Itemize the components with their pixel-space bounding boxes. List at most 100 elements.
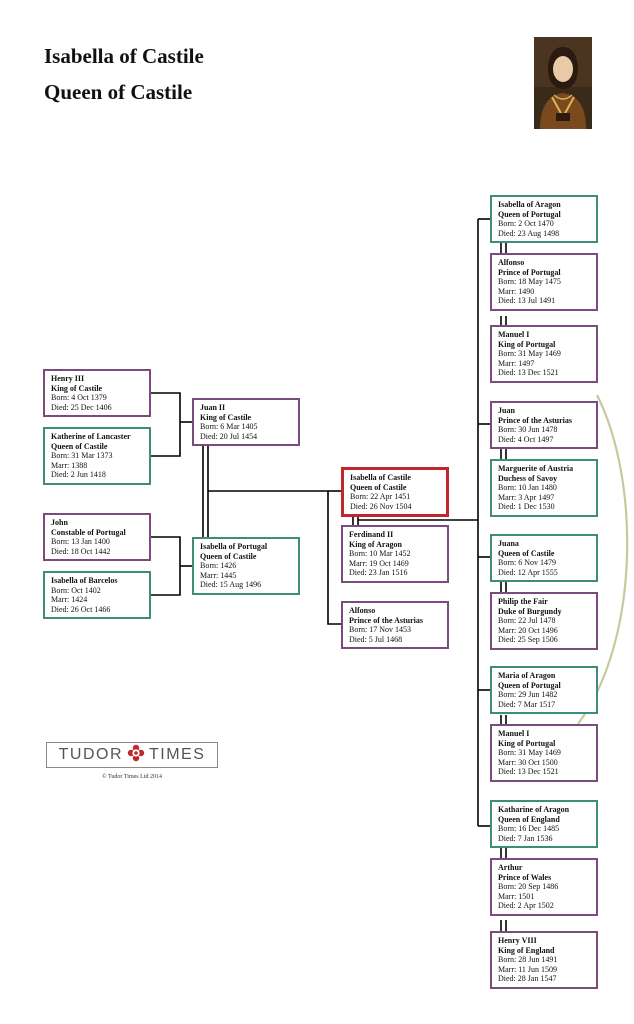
person-name: John bbox=[51, 518, 68, 527]
person-born: Born: 1426 bbox=[200, 561, 237, 571]
person-box-katharine-aragon[interactable]: Katharine of Aragon Queen of England Bor… bbox=[490, 800, 598, 848]
person-marr: Marr: 19 Oct 1469 bbox=[349, 558, 409, 568]
person-title: Queen of Portugal bbox=[498, 680, 561, 690]
person-name: Juan bbox=[498, 406, 515, 415]
person-box-juan-asturias[interactable]: Juan Prince of the Asturias Born: 30 Jun… bbox=[490, 401, 598, 449]
person-title: Prince of the Asturias bbox=[498, 415, 572, 425]
person-title: King of Castile bbox=[200, 412, 252, 422]
person-title: King of Castile bbox=[51, 383, 103, 393]
person-box-henry8[interactable]: Henry VIII King of England Born: 28 Jun … bbox=[490, 931, 598, 989]
person-marr: Marr: 1388 bbox=[51, 460, 88, 470]
person-box-juan2[interactable]: Juan II King of Castile Born: 6 Mar 1405… bbox=[192, 398, 300, 446]
person-title: King of Portugal bbox=[498, 339, 556, 349]
person-born: Born: 31 Mar 1373 bbox=[51, 451, 113, 461]
tudor-times-logo[interactable]: TUDOR TIMES bbox=[46, 742, 218, 768]
person-died: Died: 23 Aug 1498 bbox=[498, 228, 560, 238]
person-box-alfonso-portugal[interactable]: Alfonso Prince of Portugal Born: 18 May … bbox=[490, 253, 598, 311]
person-box-ferdinand2[interactable]: Ferdinand II King of Aragon Born: 10 Mar… bbox=[341, 525, 449, 583]
person-died: Died: 2 Apr 1502 bbox=[498, 901, 554, 911]
person-name: Katharine of Aragon bbox=[498, 805, 570, 814]
person-born: Born: 16 Dec 1485 bbox=[498, 824, 560, 834]
person-box-katherine-lancaster[interactable]: Katherine of Lancaster Queen of Castile … bbox=[43, 427, 151, 485]
person-name: Maria of Aragon bbox=[498, 671, 556, 680]
person-died: Died: 15 Aug 1496 bbox=[200, 580, 262, 590]
person-name: Alfonso bbox=[498, 258, 525, 267]
person-died: Died: 26 Oct 1466 bbox=[51, 604, 111, 614]
person-title: Constable of Portugal bbox=[51, 527, 126, 537]
person-name: Manuel I bbox=[498, 330, 530, 339]
person-born: Born: 22 Jul 1478 bbox=[498, 616, 556, 626]
person-name: Juan II bbox=[200, 403, 226, 412]
person-name: Philip the Fair bbox=[498, 597, 548, 606]
person-name: Isabella of Portugal bbox=[200, 542, 268, 551]
person-name: Henry III bbox=[51, 374, 85, 383]
person-name: Alfonso bbox=[349, 606, 376, 615]
person-marr: Marr: 1501 bbox=[498, 891, 535, 901]
logo-text-right: TIMES bbox=[149, 746, 206, 763]
person-title: Prince of the Asturias bbox=[349, 615, 423, 625]
person-died: Died: 28 Jan 1547 bbox=[498, 974, 557, 984]
person-name: Isabella of Aragon bbox=[498, 200, 561, 209]
person-born: Born: 10 Jan 1480 bbox=[498, 483, 557, 493]
person-name: Ferdinand II bbox=[349, 530, 394, 539]
person-died: Died: 25 Dec 1406 bbox=[51, 402, 112, 412]
person-box-isabella-barcelos[interactable]: Isabella of Barcelos Born: Oct 1402 Marr… bbox=[43, 571, 151, 619]
person-title: Queen of Castile bbox=[350, 482, 407, 492]
page-title: Isabella of Castile bbox=[44, 44, 204, 68]
person-box-isabella-portugal[interactable]: Isabella of Portugal Queen of Castile Bo… bbox=[192, 537, 300, 595]
person-name: Manuel I bbox=[498, 729, 530, 738]
person-born: Born: Oct 1402 bbox=[51, 585, 101, 595]
person-box-manuel1-first[interactable]: Manuel I King of Portugal Born: 31 May 1… bbox=[490, 325, 598, 383]
person-marr: Marr: 1497 bbox=[498, 358, 535, 368]
person-name: Marguerite of Austria bbox=[498, 464, 574, 473]
person-died: Died: 5 Jul 1468 bbox=[349, 634, 403, 644]
person-title: Queen of Castile bbox=[200, 551, 257, 561]
person-marr: Marr: 20 Oct 1496 bbox=[498, 625, 558, 635]
person-name: Isabella of Castile bbox=[350, 473, 411, 482]
person-box-alfonso-asturias[interactable]: Alfonso Prince of the Asturias Born: 17 … bbox=[341, 601, 449, 649]
person-box-maria[interactable]: Maria of Aragon Queen of Portugal Born: … bbox=[490, 666, 598, 714]
person-died: Died: 7 Mar 1517 bbox=[498, 699, 556, 709]
person-box-isabella-aragon[interactable]: Isabella of Aragon Queen of Portugal Bor… bbox=[490, 195, 598, 243]
page-subtitle: Queen of Castile bbox=[44, 80, 193, 104]
person-name: Isabella of Barcelos bbox=[51, 576, 118, 585]
person-born: Born: 31 May 1469 bbox=[498, 748, 561, 758]
person-marr: Marr: 1445 bbox=[200, 570, 237, 580]
person-died: Died: 1 Dec 1530 bbox=[498, 502, 555, 512]
person-marr: Marr: 1490 bbox=[498, 286, 535, 296]
person-died: Died: 13 Jul 1491 bbox=[498, 296, 556, 306]
person-born: Born: 6 Nov 1479 bbox=[498, 558, 556, 568]
person-box-arthur[interactable]: Arthur Prince of Wales Born: 20 Sep 1486… bbox=[490, 858, 598, 916]
person-died: Died: 26 Nov 1504 bbox=[350, 501, 412, 511]
person-name: Arthur bbox=[498, 863, 523, 872]
person-born: Born: 4 Oct 1379 bbox=[51, 393, 107, 403]
portrait-painting-icon bbox=[534, 37, 592, 129]
person-born: Born: 2 Oct 1470 bbox=[498, 219, 554, 229]
person-died: Died: 25 Sep 1506 bbox=[498, 635, 558, 645]
person-born: Born: 28 Jun 1491 bbox=[498, 955, 558, 965]
person-title: Queen of Portugal bbox=[498, 209, 561, 219]
person-title: Duke of Burgundy bbox=[498, 606, 562, 616]
person-born: Born: 10 Mar 1452 bbox=[349, 549, 411, 559]
person-marr: Marr: 11 Jun 1509 bbox=[498, 964, 558, 974]
person-marr: Marr: 1424 bbox=[51, 595, 88, 605]
logo-text-left: TUDOR bbox=[58, 746, 123, 763]
person-title: King of England bbox=[498, 945, 555, 955]
person-box-juana[interactable]: Juana Queen of Castile Born: 6 Nov 1479 … bbox=[490, 534, 598, 582]
person-box-manuel1-second[interactable]: Manuel I King of Portugal Born: 31 May 1… bbox=[490, 724, 598, 782]
copyright-notice: © Tudor Times Ltd 2014 bbox=[102, 774, 162, 780]
person-died: Died: 13 Dec 1521 bbox=[498, 767, 559, 777]
person-died: Died: 2 Jun 1418 bbox=[51, 470, 106, 480]
person-born: Born: 31 May 1469 bbox=[498, 349, 561, 359]
person-box-john-constable[interactable]: John Constable of Portugal Born: 13 Jan … bbox=[43, 513, 151, 561]
person-box-isabella-castile[interactable]: Isabella of Castile Queen of Castile Bor… bbox=[341, 467, 449, 517]
person-born: Born: 6 Mar 1405 bbox=[200, 422, 258, 432]
person-box-philip[interactable]: Philip the Fair Duke of Burgundy Born: 2… bbox=[490, 592, 598, 650]
person-box-marguerite[interactable]: Marguerite of Austria Duchess of Savoy B… bbox=[490, 459, 598, 517]
person-box-henry3[interactable]: Henry III King of Castile Born: 4 Oct 13… bbox=[43, 369, 151, 417]
person-title: King of Aragon bbox=[349, 539, 402, 549]
person-born: Born: 13 Jan 1400 bbox=[51, 537, 110, 547]
person-born: Born: 18 May 1475 bbox=[498, 277, 561, 287]
person-died: Died: 18 Oct 1442 bbox=[51, 546, 111, 556]
